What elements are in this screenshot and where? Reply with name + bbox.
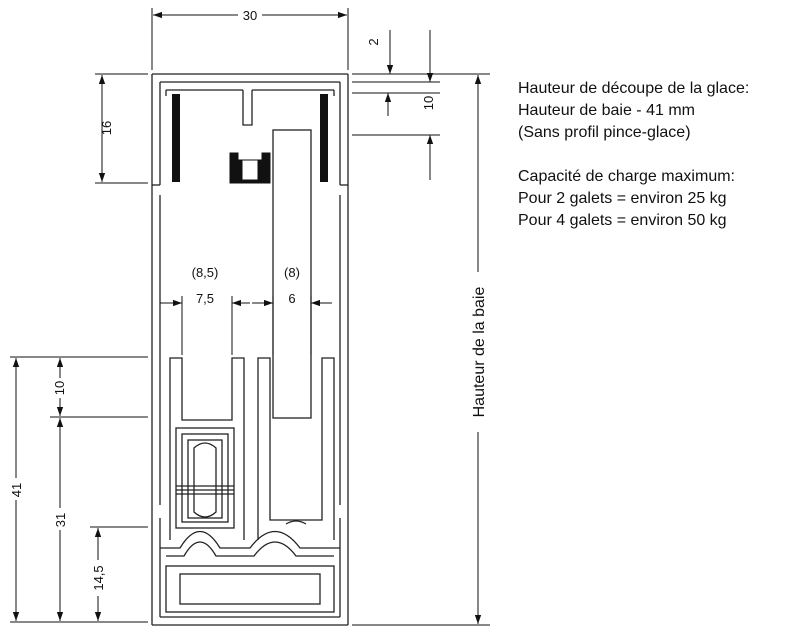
dim-10-right: 10 [421, 96, 436, 110]
dim-2: 2 [366, 38, 381, 45]
specification-notes: Hauteur de découpe de la glace: Hauteur … [518, 78, 798, 232]
dim-31: 31 [53, 513, 68, 527]
dimension-lines [10, 8, 490, 626]
brush-seals [172, 94, 328, 182]
note-cut-height-title: Hauteur de découpe de la glace: [518, 80, 750, 97]
dimension-labels: 30 2 10 16 (8,5) 7,5 (8) 6 10 41 31 14,5… [7, 6, 488, 596]
dim-7-5: 7,5 [196, 291, 214, 306]
bay-height-label: Hauteur de la baie [471, 287, 488, 418]
note-without-profile: (Sans profil pince-glace) [518, 124, 691, 141]
dim-16: 16 [99, 121, 114, 135]
dim-14-5: 14,5 [91, 565, 106, 590]
top-guide [229, 152, 271, 184]
note-cut-height-formula: Hauteur de baie - 41 mm [518, 102, 695, 119]
dim-41: 41 [9, 483, 24, 497]
note-load-4-wheels: Pour 4 galets = environ 50 kg [518, 212, 727, 229]
dim-10-left: 10 [52, 381, 67, 395]
bottom-channel [160, 357, 340, 613]
dim-8-5: (8,5) [192, 265, 219, 280]
glass-panel [272, 129, 312, 419]
profile-outline [151, 73, 349, 626]
dim-8: (8) [284, 265, 300, 280]
note-load-2-wheels: Pour 2 galets = environ 25 kg [518, 190, 727, 207]
note-max-load-title: Capacité de charge maximum: [518, 168, 735, 185]
dim-6: 6 [288, 291, 295, 306]
dim-width-top: 30 [243, 8, 257, 23]
